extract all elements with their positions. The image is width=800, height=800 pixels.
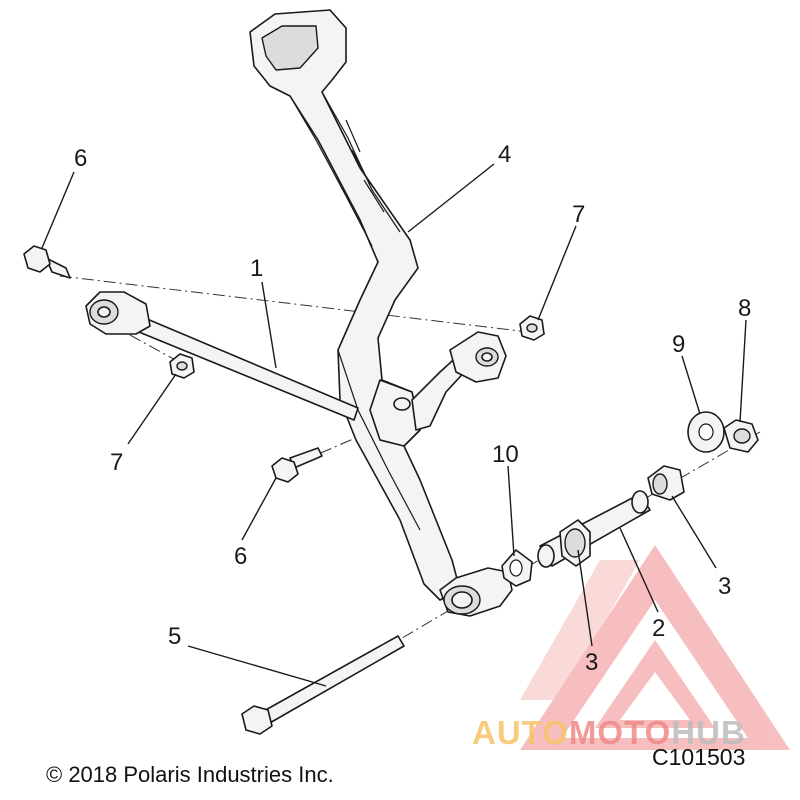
leader-6b: [241, 477, 277, 541]
pivot-shaft-part-2: [537, 490, 651, 568]
nut-part-8: [723, 419, 759, 453]
leader-7a: [127, 373, 177, 445]
watermark-part1: AUTO: [472, 714, 569, 751]
clevis-upper-right: [449, 331, 507, 383]
leader-8: [739, 319, 747, 423]
pedal-pivot-boss: [439, 567, 513, 617]
watermark-text: AUTOMOTOHUB: [472, 714, 746, 752]
leader-3b: [671, 495, 717, 569]
callout-9: 9: [672, 331, 685, 358]
centerline-upper: [59, 275, 546, 335]
callout-4: 4: [498, 141, 511, 168]
washer-part-10: [501, 549, 533, 587]
callout-6a: 6: [74, 145, 87, 172]
leader-3a: [577, 549, 593, 647]
diagram-code: C101503: [652, 744, 746, 770]
callout-7b: 7: [572, 201, 585, 228]
leader-9: [681, 355, 701, 415]
leader-5: [187, 645, 327, 687]
leader-1: [261, 281, 277, 369]
rod-part-1: [85, 291, 359, 421]
leader-7b: [537, 225, 577, 321]
leader-10: [507, 465, 515, 557]
callout-3a: 3: [585, 649, 598, 676]
centerline-nut7: [129, 334, 191, 369]
callout-2: 2: [652, 615, 665, 642]
callout-7a: 7: [110, 449, 123, 476]
watermark-part2: MOTO: [568, 714, 672, 751]
nut-part-7-right: [519, 315, 545, 341]
washer-part-9: [687, 411, 725, 453]
callout-6b: 6: [234, 543, 247, 570]
leader-6a: [41, 171, 75, 249]
callout-3b: 3: [718, 573, 731, 600]
bushing-part-3-right: [647, 465, 685, 501]
brake-pedal-part-4: [249, 9, 471, 601]
bolt-part-6-mid: [271, 447, 323, 483]
nut-part-7-left: [169, 353, 195, 379]
callout-8: 8: [738, 295, 751, 322]
watermark-part3: HUB: [671, 714, 746, 751]
callout-10: 10: [492, 441, 519, 468]
watermark-logo-icon: [520, 545, 790, 750]
bolt-part-5: [241, 635, 405, 735]
leader-2: [619, 527, 659, 613]
callout-1: 1: [250, 255, 263, 282]
callout-5: 5: [168, 623, 181, 650]
copyright-notice: © 2018 Polaris Industries Inc.: [46, 762, 334, 787]
leader-4: [407, 163, 495, 233]
bolt-part-6-upper: [23, 245, 71, 279]
